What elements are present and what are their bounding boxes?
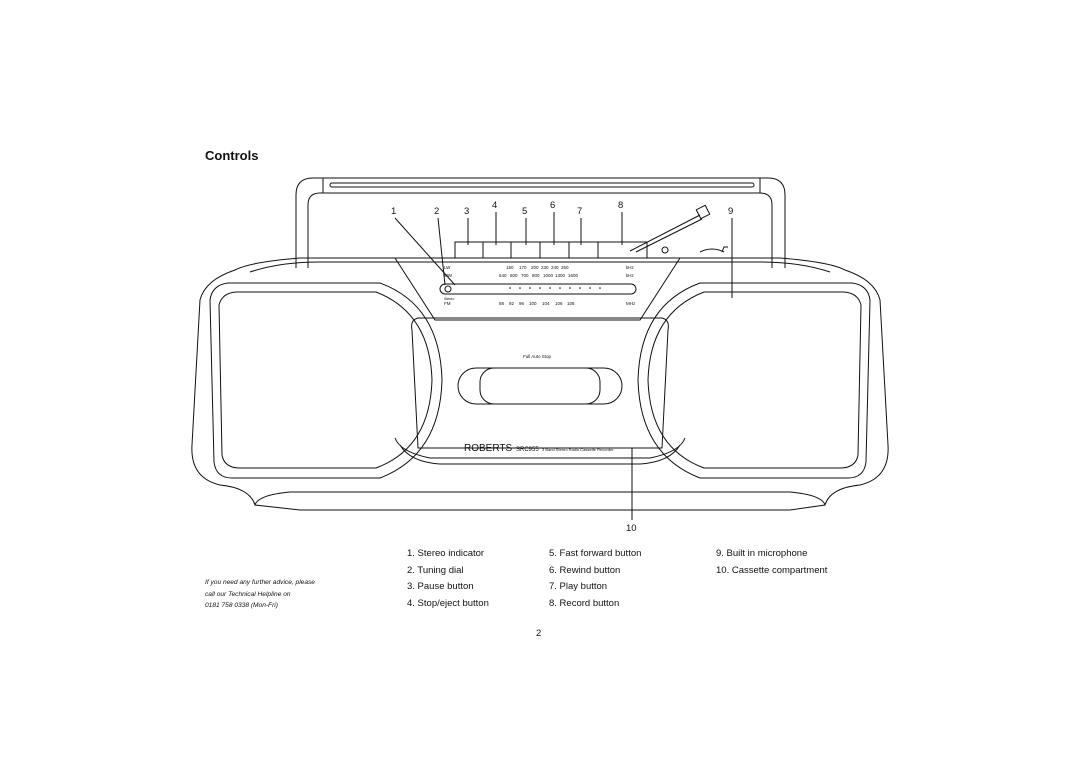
legend-item: 7. Play button [549, 581, 608, 592]
mw-scale-0: 540 [499, 273, 507, 278]
dial-fm-label: FM [444, 301, 451, 306]
helpline-line-3: 0181 758 0338 (Mon-Fri) [205, 602, 278, 609]
lw-scale-5: 260 [561, 265, 569, 270]
play-button [568, 241, 599, 259]
fm-unit: MHz [626, 301, 636, 306]
helpline-note: If you need any further advice, please c… [205, 577, 315, 612]
legend-item: 4. Stop/eject button [407, 597, 489, 609]
brand-name: ROBERTS [464, 443, 512, 454]
left-speaker [209, 282, 443, 479]
dial-lw-label: LW [444, 265, 451, 270]
fm-scale-6: 108 [567, 301, 575, 306]
legend-item: 5. Fast forward button [549, 548, 642, 559]
radio-body [191, 257, 889, 511]
dial-scale-dots [509, 287, 601, 289]
page-number: 2 [536, 628, 542, 639]
callout-5: 5 [522, 206, 527, 217]
antenna [629, 214, 701, 252]
page-title: Controls [205, 148, 259, 163]
model-number: SRC955 [516, 447, 539, 453]
tuning-dial-window [439, 283, 637, 295]
model-description: 3 Band Stereo Radio Cassette Recorder [542, 447, 614, 452]
legend-item: 3. Pause button [407, 581, 474, 592]
stop-eject-button [482, 241, 512, 259]
helpline-line-2: call our Technical Helpline on [205, 590, 291, 598]
legend-item: 9. Built in microphone [716, 548, 808, 559]
mw-scale-3: 800 [532, 273, 540, 278]
legend-column-2: 5. Fast forward button 6. Rewind button … [549, 546, 641, 612]
right-speaker-inner [647, 291, 862, 469]
fm-scale-0: 88 [499, 301, 505, 306]
fm-scale-2: 96 [519, 301, 525, 306]
body-top-line [249, 261, 831, 273]
callout-1: 1 [391, 206, 396, 217]
callout-9: 9 [728, 206, 733, 217]
lw-scale-3: 230 [541, 265, 549, 270]
legend-column-3: 9. Built in microphone 10. Cassette comp… [716, 546, 827, 579]
callout-3: 3 [464, 206, 469, 217]
fm-scale-1: 92 [509, 301, 515, 306]
lw-unit: kHz [626, 265, 634, 270]
fm-scale-5: 106 [555, 301, 563, 306]
legend-item: 2. Tuning dial [407, 564, 464, 576]
fm-scale-4: 104 [542, 301, 550, 306]
lw-scale-0: 150 [506, 265, 514, 270]
lw-scale-2: 200 [531, 265, 539, 270]
mw-scale-6: 1600 [568, 273, 579, 278]
carry-handle [295, 177, 786, 268]
legend-item: 1. Stereo indicator [407, 548, 485, 559]
dial-stereo-label: Stereo [444, 297, 454, 301]
lw-scale-1: 170 [519, 265, 527, 270]
mw-scale-4: 1000 [543, 273, 554, 278]
legend-column-1: 1. Stereo indicator 2. Tuning dial 3. Pa… [407, 546, 489, 612]
callout-line-2 [437, 217, 446, 286]
fm-scale-3: 100 [529, 301, 537, 306]
left-speaker-inner [218, 291, 433, 469]
lw-scale-4: 240 [551, 265, 559, 270]
callout-2: 2 [434, 206, 439, 217]
callout-7: 7 [577, 206, 582, 217]
callout-10: 10 [626, 523, 637, 534]
helpline-line-1: If you need any further advice, please [205, 579, 315, 586]
mw-scale-2: 700 [521, 273, 529, 278]
handle-inner [307, 192, 773, 268]
stereo-indicator [444, 285, 452, 293]
legend-item: 6. Rewind button [549, 564, 621, 576]
dial-mw-label: MW [444, 273, 453, 278]
callout-6: 6 [550, 200, 555, 211]
handle-grip [329, 182, 755, 188]
mw-scale-1: 600 [510, 273, 518, 278]
mw-unit: kHz [626, 273, 634, 278]
right-speaker [637, 282, 871, 479]
callout-8: 8 [618, 200, 623, 211]
cassette-label: Full Auto Stop [523, 354, 552, 359]
legend-item: 8. Record button [549, 597, 620, 609]
callout-line-1 [394, 217, 456, 286]
legend-item: 10. Cassette compartment [716, 564, 828, 576]
pause-button [454, 241, 484, 259]
mw-scale-5: 1300 [555, 273, 566, 278]
cassette-compartment [411, 317, 669, 449]
callout-4: 4 [492, 200, 497, 211]
